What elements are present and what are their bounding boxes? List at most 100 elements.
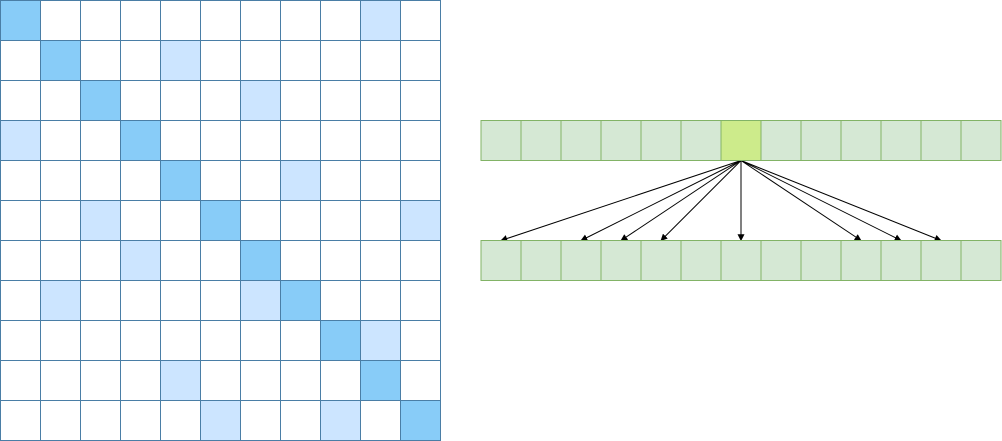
query-seq-token: [680, 120, 722, 161]
matrix-cell-empty: [80, 0, 121, 41]
attention-mask-matrix: [0, 0, 441, 441]
matrix-cell-attended: [320, 400, 361, 441]
matrix-cell-empty: [360, 160, 401, 201]
matrix-cell-empty: [200, 80, 241, 121]
matrix-cell-empty: [240, 160, 281, 201]
matrix-cell-empty: [400, 320, 441, 361]
matrix-cell-empty: [80, 240, 121, 281]
attention-arrow: [580, 160, 742, 241]
matrix-cell-empty: [160, 400, 201, 441]
key-seq-token: [640, 240, 682, 281]
matrix-cell-diagonal: [320, 320, 361, 361]
matrix-cell-empty: [360, 200, 401, 241]
matrix-cell-empty: [0, 40, 41, 81]
matrix-cell-empty: [320, 200, 361, 241]
matrix-cell-empty: [280, 40, 321, 81]
matrix-cell-attended: [0, 120, 41, 161]
key-seq-token: [480, 240, 522, 281]
matrix-cell-empty: [0, 240, 41, 281]
matrix-cell-empty: [120, 160, 161, 201]
matrix-cell-empty: [240, 0, 281, 41]
matrix-cell-empty: [280, 400, 321, 441]
key-seq-token: [880, 240, 922, 281]
key-seq-token: [600, 240, 642, 281]
matrix-cell-empty: [240, 400, 281, 441]
matrix-cell-empty: [160, 280, 201, 321]
key-seq-token: [560, 240, 602, 281]
matrix-cell-attended: [400, 200, 441, 241]
matrix-cell-diagonal: [200, 200, 241, 241]
matrix-cell-empty: [240, 40, 281, 81]
matrix-cell-diagonal: [240, 240, 281, 281]
matrix-cell-empty: [400, 0, 441, 41]
matrix-cell-empty: [120, 400, 161, 441]
matrix-cell-attended: [120, 240, 161, 281]
key-seq-token: [840, 240, 882, 281]
query-seq-token: [560, 120, 602, 161]
matrix-cell-empty: [40, 80, 81, 121]
matrix-cell-empty: [0, 400, 41, 441]
query-seq-token: [960, 120, 1002, 161]
matrix-cell-empty: [80, 120, 121, 161]
key-seq-token: [800, 240, 842, 281]
matrix-cell-empty: [40, 400, 81, 441]
matrix-cell-empty: [120, 80, 161, 121]
matrix-cell-empty: [280, 240, 321, 281]
matrix-cell-empty: [400, 160, 441, 201]
matrix-cell-empty: [0, 360, 41, 401]
matrix-cell-empty: [160, 0, 201, 41]
matrix-cell-diagonal: [400, 400, 441, 441]
matrix-cell-empty: [40, 160, 81, 201]
matrix-cell-empty: [40, 320, 81, 361]
matrix-cell-empty: [120, 280, 161, 321]
query-seq-token: [520, 120, 562, 161]
matrix-cell-empty: [360, 400, 401, 441]
key-seq-token: [760, 240, 802, 281]
matrix-cell-empty: [280, 200, 321, 241]
matrix-cell-empty: [320, 120, 361, 161]
query-seq-token: [920, 120, 962, 161]
attention-arrows: [500, 160, 942, 242]
matrix-cell-empty: [40, 240, 81, 281]
matrix-cell-attended: [200, 400, 241, 441]
matrix-cell-diagonal: [40, 40, 81, 81]
matrix-cell-empty: [160, 80, 201, 121]
matrix-cell-empty: [200, 160, 241, 201]
attention-arrow: [740, 160, 902, 241]
matrix-cell-empty: [160, 200, 201, 241]
matrix-cell-empty: [120, 0, 161, 41]
matrix-cell-empty: [200, 280, 241, 321]
matrix-cell-empty: [320, 160, 361, 201]
matrix-cell-attended: [160, 360, 201, 401]
matrix-cell-empty: [360, 40, 401, 81]
matrix-cell-empty: [160, 320, 201, 361]
query-token: [720, 120, 762, 161]
matrix-cell-empty: [40, 0, 81, 41]
matrix-cell-empty: [120, 360, 161, 401]
matrix-cell-empty: [360, 240, 401, 281]
query-seq-token: [640, 120, 682, 161]
matrix-cell-empty: [320, 240, 361, 281]
query-seq-token: [840, 120, 882, 161]
matrix-cell-empty: [200, 240, 241, 281]
matrix-cell-empty: [80, 280, 121, 321]
key-seq-token: [920, 240, 962, 281]
matrix-cell-empty: [320, 360, 361, 401]
attention-arrow: [660, 160, 742, 241]
matrix-cell-diagonal: [80, 80, 121, 121]
query-seq-token: [880, 120, 922, 161]
matrix-cell-empty: [0, 280, 41, 321]
matrix-cell-empty: [40, 200, 81, 241]
matrix-cell-empty: [320, 0, 361, 41]
matrix-cell-empty: [400, 240, 441, 281]
query-seq-token: [760, 120, 802, 161]
matrix-cell-empty: [200, 120, 241, 161]
matrix-cell-empty: [200, 40, 241, 81]
matrix-cell-empty: [240, 360, 281, 401]
matrix-cell-attended: [280, 160, 321, 201]
matrix-cell-empty: [280, 360, 321, 401]
attention-arrow: [740, 160, 862, 241]
matrix-cell-empty: [120, 320, 161, 361]
matrix-cell-attended: [360, 0, 401, 41]
